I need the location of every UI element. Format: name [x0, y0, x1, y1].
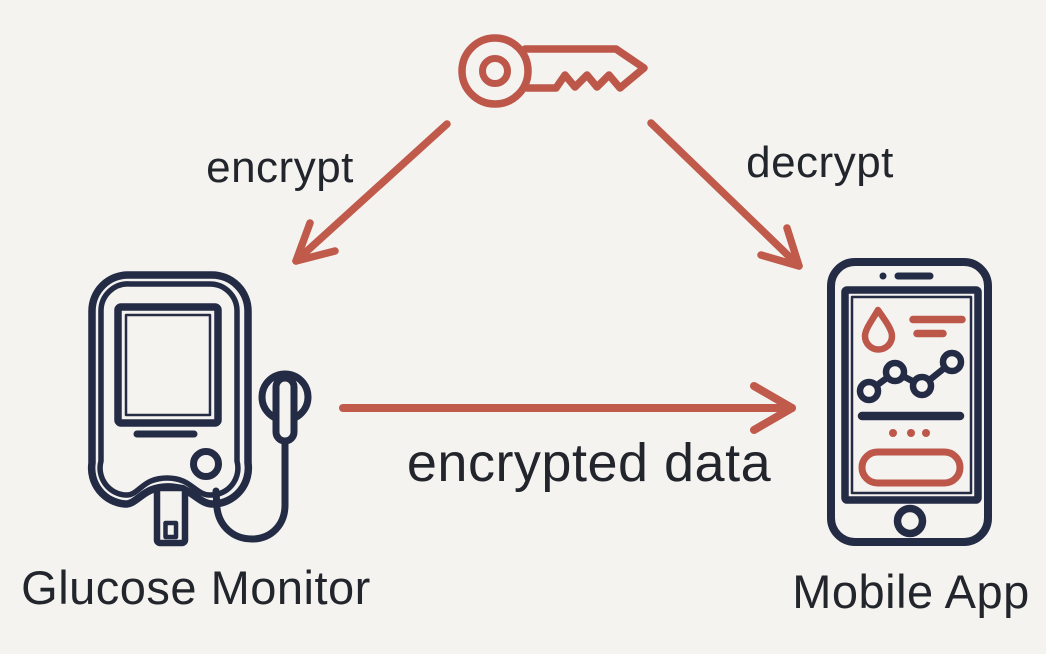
app-action-button [858, 448, 964, 487]
phone-screen-inner [850, 295, 973, 495]
key-hole [479, 55, 511, 87]
encrypted-data-label: encrypted data [406, 433, 772, 493]
phone-body [827, 258, 992, 546]
key-head [458, 34, 532, 108]
test-strip-notch [163, 520, 179, 540]
phone-screen [841, 286, 982, 504]
decrypt-label: decrypt [746, 138, 894, 187]
phone-camera-dot [879, 272, 887, 280]
home-button-icon [893, 504, 927, 538]
sensor-cord [212, 436, 289, 543]
key-icon [458, 34, 648, 108]
dots-indicator [889, 429, 930, 437]
encrypt-label: encrypt [206, 143, 354, 192]
glucose-chart [856, 349, 965, 404]
meter-button [190, 448, 222, 480]
mobile-app-icon [827, 258, 992, 546]
meter-body-inner [97, 281, 241, 498]
glucose-monitor-icon [87, 271, 312, 547]
sensor-body [272, 374, 298, 445]
glucose-monitor-label: Glucose Monitor [21, 561, 371, 614]
meter-screen-inner [124, 313, 212, 417]
meter-screen [114, 303, 222, 427]
encrypted-data-arrow [339, 382, 796, 434]
mobile-app-label: Mobile App [792, 565, 1030, 618]
blood-drop-icon [861, 306, 896, 353]
key-shaft [521, 45, 648, 92]
